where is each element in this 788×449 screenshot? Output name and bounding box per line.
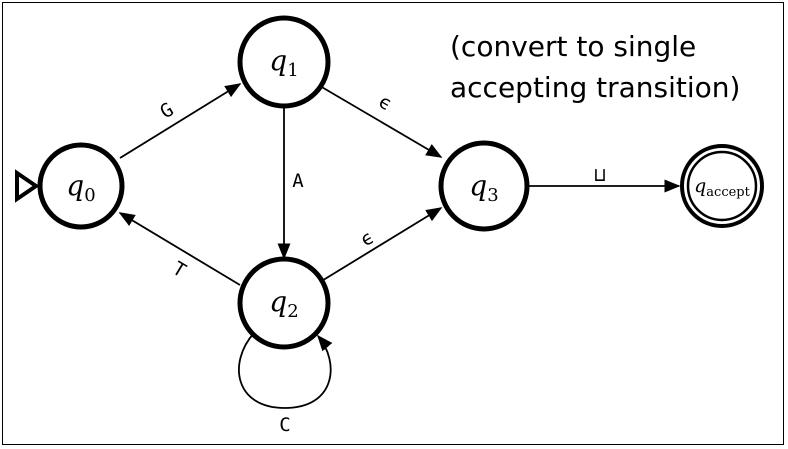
edge-q2-self-loop xyxy=(238,332,333,409)
svg-text:q2: q2 xyxy=(269,285,298,322)
state-q2: q2 xyxy=(237,256,331,350)
edge-q2-q0 xyxy=(118,212,241,286)
label-q1-q3: ϵ xyxy=(375,90,396,115)
svg-text:q3: q3 xyxy=(469,169,498,206)
label-q2-self-loop: C xyxy=(279,414,290,436)
start-marker-icon xyxy=(15,169,40,203)
svg-text:qaccept: qaccept xyxy=(694,175,750,200)
label-q3-qaccept: ⊔ xyxy=(594,164,605,186)
state-q0: q0 xyxy=(37,142,125,230)
svg-text:q0: q0 xyxy=(66,169,95,206)
edge-q0-q1 xyxy=(119,83,242,159)
label-q1-q2: A xyxy=(292,170,304,192)
conversion-note: (convert to single accepting transition) xyxy=(450,30,741,104)
state-q3: q3 xyxy=(438,140,530,232)
state-qaccept: qaccept xyxy=(680,144,764,228)
edge-q2-q3 xyxy=(319,207,443,283)
label-q2-q0: T xyxy=(169,257,190,282)
label-q0-q1: G xyxy=(156,98,177,123)
svg-text:q1: q1 xyxy=(269,44,298,81)
label-q2-q3: ϵ xyxy=(356,226,377,251)
edge-q1-q3 xyxy=(319,85,443,158)
state-q1: q1 xyxy=(237,15,331,109)
